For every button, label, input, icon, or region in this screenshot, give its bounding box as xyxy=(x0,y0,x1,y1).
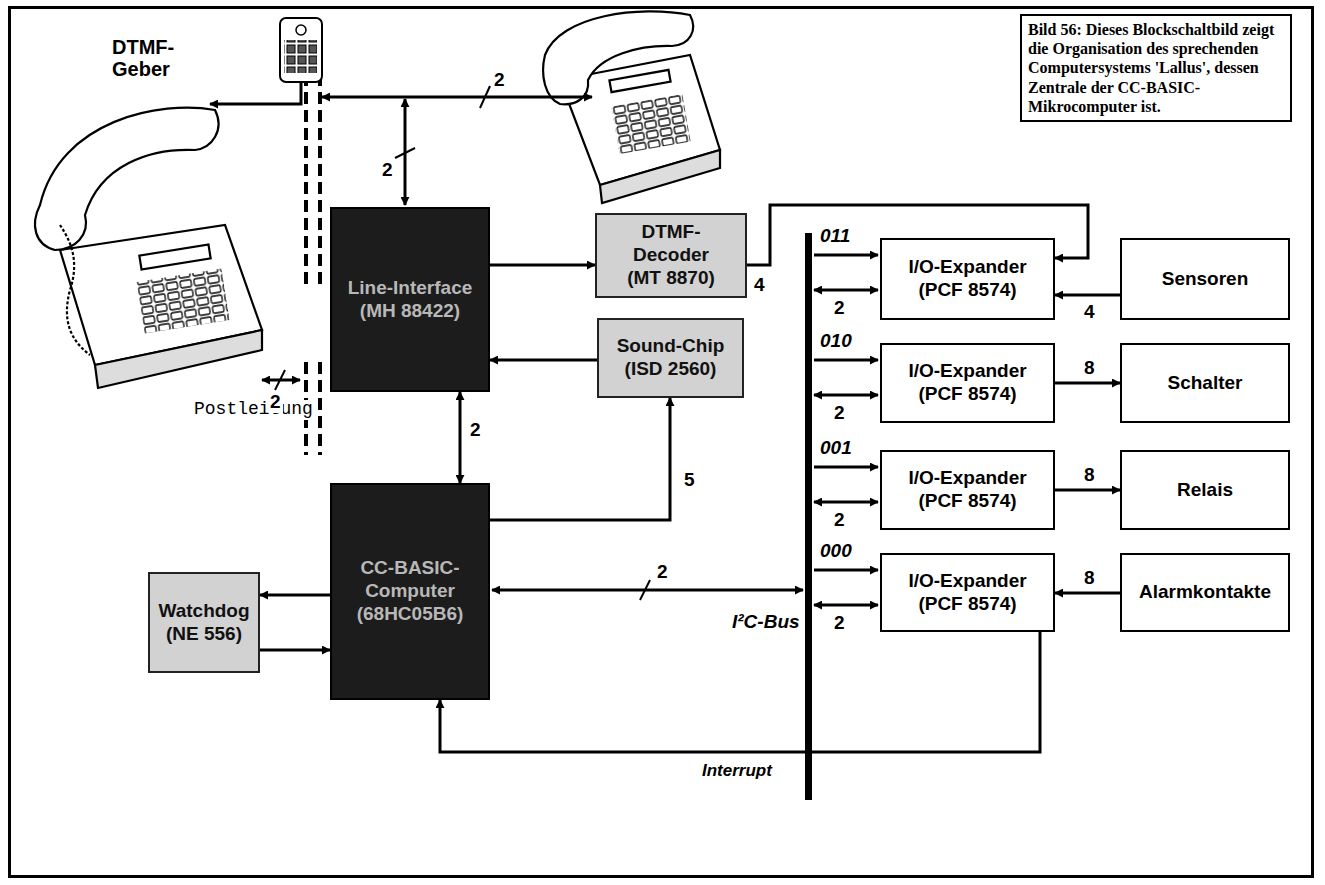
expander-box: I/O-Expander(PCF 8574) xyxy=(880,553,1055,632)
box-title: CC-BASIC-Computer xyxy=(340,557,480,603)
device-box: Relais xyxy=(1120,450,1290,530)
bus-address: 010 xyxy=(818,331,854,352)
bus-slash xyxy=(640,580,650,600)
bus-link-arrow xyxy=(492,589,803,592)
box-title: DTMF-Decoder xyxy=(605,221,737,267)
signal-connector xyxy=(459,392,462,483)
address-arrows xyxy=(814,255,878,605)
part-number: (ISD 2560) xyxy=(625,358,717,381)
wire-count: 2 xyxy=(492,70,507,91)
wire-count: 2 xyxy=(832,403,847,424)
signal-connector xyxy=(440,632,1040,752)
decoder-box: DTMF-Decoder(MT 8870) xyxy=(595,213,747,298)
wire-count: 4 xyxy=(1082,302,1097,323)
wire-count: 2 xyxy=(268,392,283,413)
expander-box: I/O-Expander(PCF 8574) xyxy=(880,343,1055,423)
box-title: Schalter xyxy=(1168,372,1243,395)
signal-connector xyxy=(1055,294,1120,297)
signal-connector xyxy=(260,594,330,597)
device-box: Schalter xyxy=(1120,343,1290,423)
signal-name: Interrupt xyxy=(700,762,774,781)
device-box: Sensoren xyxy=(1120,238,1290,320)
signal-connector xyxy=(1055,489,1120,492)
wire-count: 2 xyxy=(380,160,395,181)
signal-connector xyxy=(490,359,597,362)
bus-slash xyxy=(395,148,415,158)
device-label: DTMF-Geber xyxy=(110,36,194,80)
figure-caption: Bild 56: Dieses Blockschaltbild zeigt di… xyxy=(1020,14,1292,122)
bus-address: 000 xyxy=(818,541,854,562)
box-title: I/O-Expander xyxy=(908,256,1026,279)
computer-box: CC-BASIC-Computer(68HC05B6) xyxy=(330,483,490,700)
telephone-left xyxy=(35,108,262,388)
bus-address: 011 xyxy=(818,226,852,247)
line-arrow-top xyxy=(322,96,592,99)
part-number: (PCF 8574) xyxy=(918,490,1016,513)
wire-count: 2 xyxy=(832,298,847,319)
line-label: Postleitung xyxy=(192,400,315,420)
wire-count: 8 xyxy=(1082,568,1097,589)
wire-count: 2 xyxy=(832,613,847,634)
expander-box: I/O-Expander(PCF 8574) xyxy=(880,238,1055,320)
box-title: I/O-Expander xyxy=(908,467,1026,490)
telephone-right xyxy=(543,11,720,203)
part-number: (MH 88422) xyxy=(360,300,460,323)
box-title: I/O-Expander xyxy=(908,570,1026,593)
signal-connector xyxy=(490,264,595,267)
dtmf-remote xyxy=(280,18,322,82)
bus-name: I²C-Bus xyxy=(730,612,802,633)
part-number: (68HC05B6) xyxy=(357,603,464,626)
wire-count: 8 xyxy=(1082,465,1097,486)
wire-count: 2 xyxy=(655,562,670,583)
watchdog-box: Watchdog(NE 556) xyxy=(148,572,260,673)
phone-line xyxy=(306,20,320,455)
signal-connector xyxy=(260,649,330,652)
wire-count: 5 xyxy=(682,470,697,491)
wire-count: 2 xyxy=(468,420,483,441)
box-title: Sensoren xyxy=(1162,268,1249,291)
part-number: (PCF 8574) xyxy=(918,593,1016,616)
box-title: Alarmkontakte xyxy=(1139,581,1271,604)
part-number: (PCF 8574) xyxy=(918,279,1016,302)
dtmf-signal-arrow xyxy=(210,82,301,104)
part-number: (NE 556) xyxy=(166,623,242,646)
box-title: I/O-Expander xyxy=(908,360,1026,383)
wire-count: 8 xyxy=(1082,358,1097,379)
expander-box: I/O-Expander(PCF 8574) xyxy=(880,450,1055,530)
wire-count: 2 xyxy=(832,510,847,531)
part-number: (MT 8870) xyxy=(627,267,715,290)
sound-chip-box: Sound-Chip(ISD 2560) xyxy=(597,318,744,398)
box-title: Line-Interface xyxy=(348,277,473,300)
signal-connector xyxy=(1055,382,1120,385)
part-number: (PCF 8574) xyxy=(918,383,1016,406)
bus-slash xyxy=(275,370,285,390)
device-box: Alarmkontakte xyxy=(1120,553,1290,632)
signal-connector xyxy=(1055,592,1120,595)
box-title: Sound-Chip xyxy=(617,335,725,358)
box-title: Watchdog xyxy=(158,600,249,623)
i2c-bus-bar xyxy=(805,233,812,800)
box-title: Relais xyxy=(1177,479,1233,502)
signal-connector xyxy=(490,398,670,520)
bus-address: 001 xyxy=(818,438,854,459)
bus-slash xyxy=(480,86,490,108)
interface-box: Line-Interface(MH 88422) xyxy=(330,207,490,392)
wire-count: 4 xyxy=(752,275,767,296)
